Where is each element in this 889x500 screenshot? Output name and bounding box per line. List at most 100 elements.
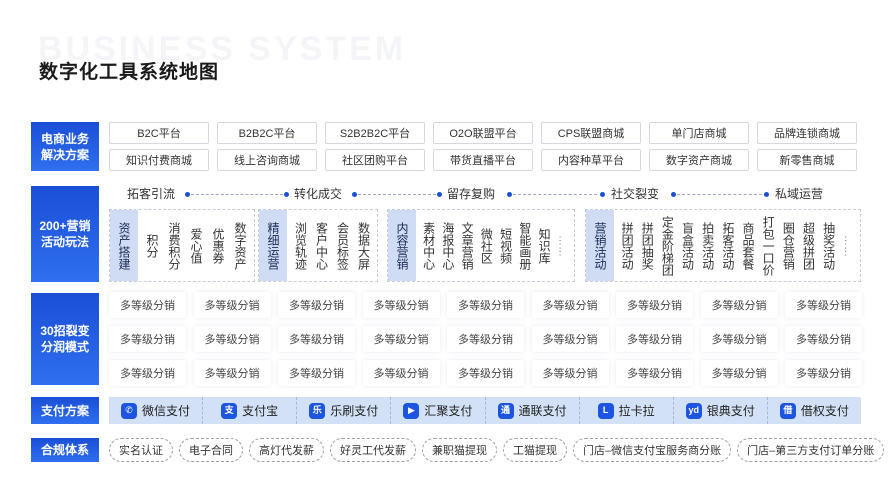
marketing-tool[interactable]: 拍卖活动 [700,221,715,270]
marketing-tool[interactable]: 优惠券 [211,227,225,264]
fission-item[interactable]: 多等级分销 [447,292,524,318]
solution-item[interactable]: 新零售商城 [757,149,857,171]
marketing-tool[interactable]: 拼团抽奖 [640,221,655,270]
marketing-tool[interactable]: 微社区 [479,227,494,264]
compliance-chip[interactable]: 高灯代发薪 [249,438,324,462]
payment-option[interactable]: 通通联支付 [486,397,580,424]
fission-item[interactable]: 多等级分销 [531,292,609,318]
marketing-tool[interactable]: 消费积分 [167,221,181,270]
lakala-icon: L [597,402,614,419]
fission-item[interactable]: 多等级分销 [362,360,440,386]
marketing-tool[interactable]: 文章营销 [460,221,475,270]
solution-item[interactable]: 品牌连锁商城 [757,122,857,144]
compliance-chip[interactable]: 电子合同 [179,438,243,462]
category-fission: 30招裂变分润模式 [31,293,99,385]
marketing-tool[interactable]: 数字资产 [233,221,247,270]
compliance-chip[interactable]: 好灵工代发薪 [330,438,416,462]
fission-item[interactable]: 多等级分销 [278,326,355,352]
compliance-chip[interactable]: 工猫提现 [503,438,567,462]
payment-label: 通联支付 [518,404,567,418]
solution-item[interactable]: 带货直播平台 [433,149,533,171]
fission-item[interactable]: 多等级分销 [109,360,186,386]
fission-item[interactable]: 多等级分销 [785,292,862,318]
fission-item[interactable]: 多等级分销 [700,360,778,386]
solution-item[interactable]: 内容种草平台 [541,149,641,171]
fission-item[interactable]: 多等级分销 [785,326,862,352]
marketing-tool[interactable]: 智能画册 [517,221,532,270]
compliance-chip[interactable]: 门店–第三方支付订单分账 [737,438,885,462]
alipay-icon: 支 [221,402,238,419]
fission-item[interactable]: 多等级分销 [362,292,440,318]
payment-option[interactable]: 支支付宝 [203,397,298,424]
marketing-tool[interactable]: 数据大屏 [356,221,371,270]
solution-item[interactable]: 数字资产商城 [649,149,749,171]
solution-item[interactable]: 线上咨询商城 [217,149,317,171]
solution-item[interactable]: B2C平台 [109,122,209,144]
fission-item[interactable]: 多等级分销 [278,292,355,318]
fission-item[interactable]: 多等级分销 [616,292,693,318]
solution-item[interactable]: S2B2B2C平台 [325,122,425,144]
solution-item[interactable]: 单门店商城 [649,122,749,144]
solution-item[interactable]: 知识付费商城 [109,149,209,171]
marketing-tool[interactable]: 超级拼团 [801,221,816,270]
marketing-tool[interactable]: 定金阶梯团 [660,215,675,276]
fission-item[interactable]: 多等级分销 [362,326,440,352]
compliance-chip[interactable]: 门店–微信支付宝服务商分账 [573,438,732,462]
fission-item[interactable]: 多等级分销 [531,326,609,352]
timeline-dash [677,194,762,195]
huiju-icon: ▶ [403,402,420,419]
fission-item[interactable]: 多等级分销 [278,360,355,386]
marketing-tool[interactable]: 海报中心 [440,221,455,270]
fission-item[interactable]: 多等级分销 [193,360,271,386]
solution-item[interactable]: B2B2C平台 [217,122,317,144]
fission-item[interactable]: 多等级分销 [616,360,693,386]
marketing-tool[interactable]: 会员标签 [335,221,350,270]
marketing-stage-timeline: 拓客引流 转化成交 留存复购 社交裂变 私域运营 [109,185,861,203]
fission-item[interactable]: 多等级分销 [447,360,524,386]
fission-item[interactable]: 多等级分销 [700,326,778,352]
marketing-tool[interactable]: 圈仓营销 [781,221,796,270]
fission-item[interactable]: 多等级分销 [531,360,609,386]
marketing-group: 内容营销素材中心海报中心文章营销微社区短视频智能画册知识库…… [387,209,575,282]
marketing-tool[interactable]: 积分 [145,233,159,258]
fission-modes-grid: 多等级分销多等级分销多等级分销多等级分销多等级分销多等级分销多等级分销多等级分销… [109,292,862,386]
payment-label: 汇聚支付 [424,404,473,418]
marketing-tool[interactable]: 爱心值 [189,227,203,264]
payment-option[interactable]: 借借权支付 [768,397,861,424]
marketing-tool[interactable]: 短视频 [498,227,513,264]
fission-item[interactable]: 多等级分销 [193,292,271,318]
payment-option[interactable]: 乐乐刷支付 [297,397,392,424]
marketing-tool[interactable]: 抽奖活动 [821,221,836,270]
compliance-chip[interactable]: 兼职猫提现 [422,438,497,462]
fission-item[interactable]: 多等级分销 [193,326,271,352]
fission-item[interactable]: 多等级分销 [447,326,524,352]
marketing-tool[interactable]: 商品套餐 [741,221,756,270]
solution-item[interactable]: CPS联盟商城 [541,122,641,144]
fission-item[interactable]: 多等级分销 [700,292,778,318]
fission-item[interactable]: 多等级分销 [616,326,693,352]
marketing-tool[interactable]: 浏览轨迹 [293,221,308,270]
payment-option[interactable]: ✆微信支付 [109,397,204,424]
fission-item[interactable]: 多等级分销 [109,326,186,352]
solution-item[interactable]: O2O联盟平台 [433,122,533,144]
payment-option[interactable]: ▶ 汇聚支付 [391,397,486,424]
marketing-tool[interactable]: 拓客活动 [720,221,735,270]
timeline-dash [191,194,283,195]
payment-label: 微信支付 [142,404,191,418]
marketing-tool[interactable]: 盲盒活动 [680,221,695,270]
marketing-tool[interactable]: 拼团活动 [620,221,635,270]
timeline-dot [764,192,769,197]
marketing-tool[interactable]: 素材中心 [421,221,436,270]
marketing-tool[interactable]: 知识库 [537,227,552,264]
marketing-tool[interactable]: 打包一口价 [761,215,776,276]
fission-item[interactable]: 多等级分销 [785,360,862,386]
fission-item[interactable]: 多等级分销 [109,292,186,318]
category-label: 200+营销 [39,219,91,233]
timeline-dot [437,192,442,197]
stage-label: 拓客引流 [127,187,176,201]
compliance-chip[interactable]: 实名认证 [109,438,173,462]
marketing-tool[interactable]: 客户中心 [314,221,329,270]
solution-item[interactable]: 社区团购平台 [325,149,425,171]
